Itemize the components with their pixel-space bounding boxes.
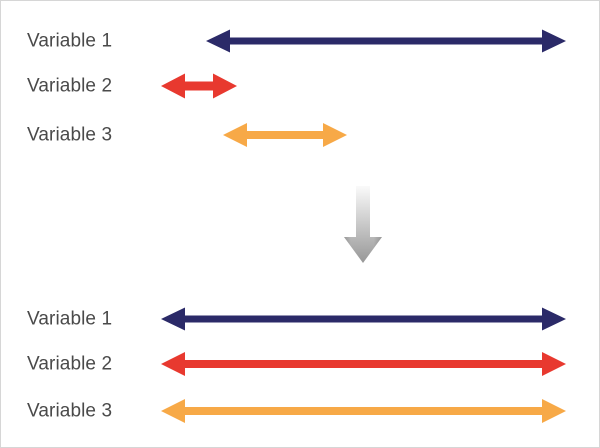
top-label-variable-3: Variable 3 [27, 124, 113, 146]
bottom-label-variable-1: Variable 1 [27, 308, 113, 330]
bottom-label-variable-3: Variable 3 [27, 400, 113, 422]
top-label-variable-2: Variable 2 [27, 75, 113, 97]
top-label-variable-1: Variable 1 [27, 30, 113, 52]
bottom-label-variable-2: Variable 2 [27, 353, 113, 375]
